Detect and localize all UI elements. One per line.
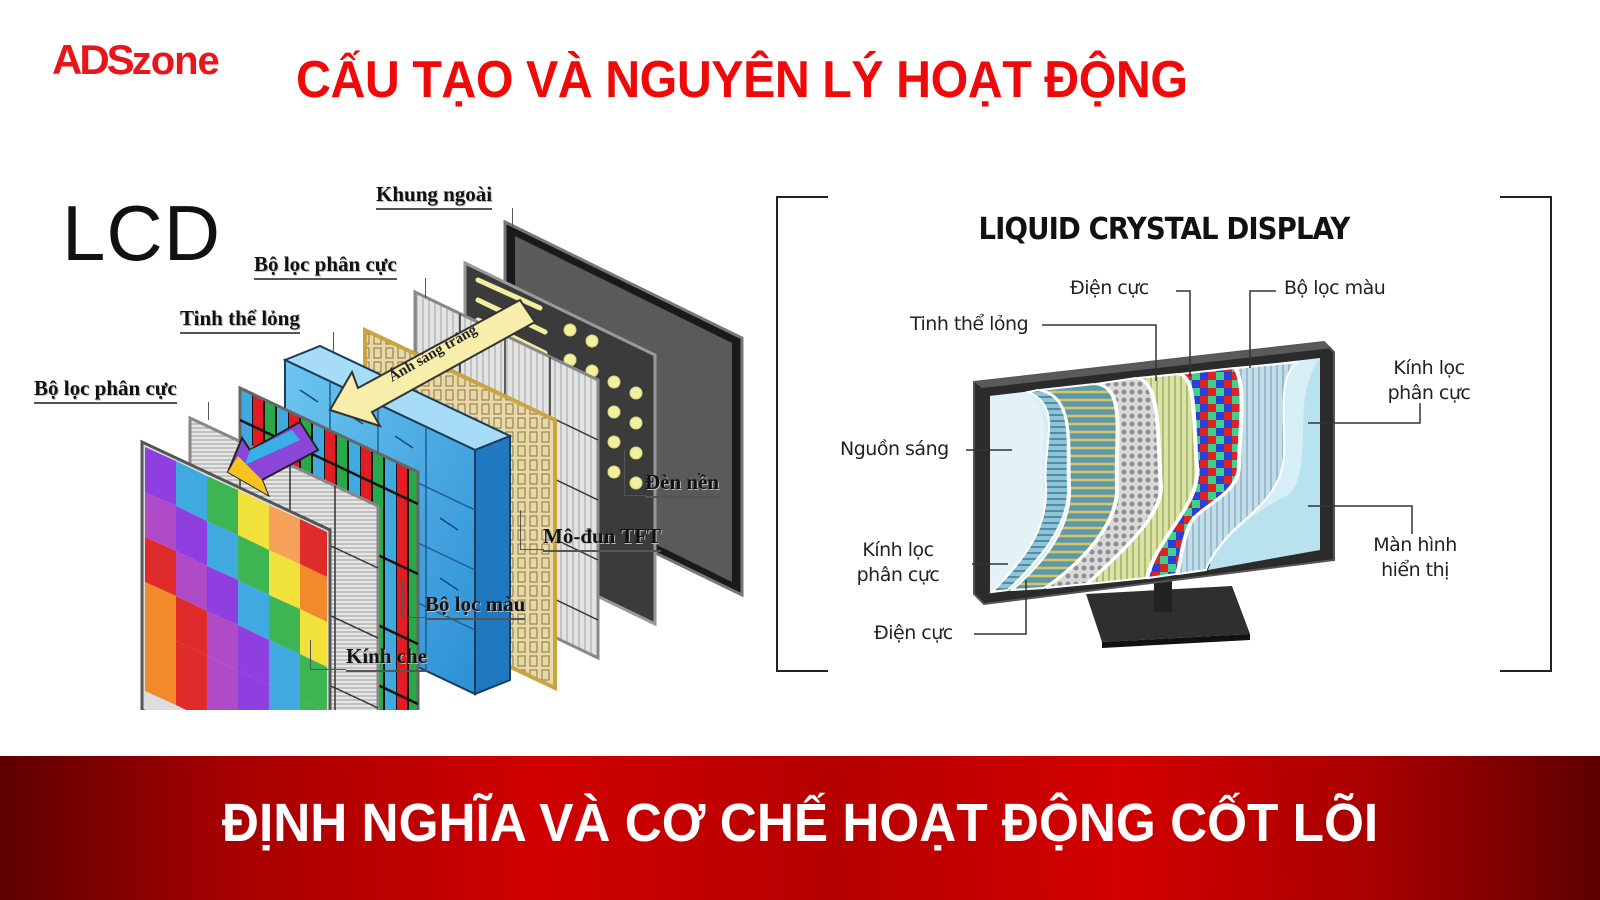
label-bo-loc-mau: Bộ lọc màu — [425, 592, 526, 620]
monitor-layers-illustration — [966, 290, 1421, 648]
logo-ads-text: ADS — [52, 36, 135, 83]
label-kinh-loc-phan-cuc-left: Kính lọc phân cực — [838, 538, 958, 588]
label-line-2: phân cực — [1387, 382, 1471, 404]
label-tinh-the-long: Tinh thể lỏng — [180, 306, 300, 334]
leader-line — [520, 510, 544, 550]
leader-line — [402, 580, 426, 618]
label-line-1: Kính lọc — [1393, 357, 1465, 379]
page-title: CẤU TẠO VÀ NGUYÊN LÝ HOẠT ĐỘNG — [296, 51, 1188, 109]
leader-line — [425, 278, 426, 298]
leader-line — [333, 332, 334, 354]
label-dien-cuc-bottom: Điện cực — [874, 622, 953, 644]
leader-line — [512, 208, 513, 228]
label-man-hinh-hien-thi: Màn hình hiển thị — [1360, 533, 1470, 583]
label-kinh-loc-phan-cuc-right: Kính lọc phân cực — [1374, 356, 1484, 406]
label-khung-ngoai: Khung ngoài — [376, 182, 493, 210]
label-dien-cuc-top: Điện cực — [1070, 277, 1149, 299]
label-bo-loc-mau: Bộ lọc màu — [1284, 277, 1386, 299]
label-tinh-the-long: Tinh thể lỏng — [910, 313, 1029, 335]
leader-line — [310, 640, 346, 670]
label-bo-loc-phan-cuc-front: Bộ lọc phân cực — [34, 376, 177, 404]
label-line-2: hiển thị — [1381, 559, 1449, 581]
adszone-logo: ADSzone — [52, 36, 220, 84]
bottom-banner: ĐỊNH NGHĨA VÀ CƠ CHẾ HOẠT ĐỘNG CỐT LÕI — [0, 756, 1600, 900]
lcd-heading: LCD — [62, 189, 222, 277]
label-mo-dun-tft: Mô-đun TFT — [543, 524, 662, 552]
right-bracket — [1500, 196, 1552, 672]
leader-line — [624, 450, 646, 496]
liquid-crystal-display-diagram: LIQUID CRYSTAL DISPLAY — [776, 196, 1552, 686]
leader-line — [208, 402, 209, 420]
lcd-diagram-title: LIQUID CRYSTAL DISPLAY — [978, 212, 1351, 247]
left-bracket-frame — [776, 196, 828, 672]
label-kinh-che: Kính che — [346, 644, 428, 672]
label-line-2: phân cực — [856, 564, 940, 586]
label-bo-loc-phan-cuc-back: Bộ lọc phân cực — [254, 252, 397, 280]
lcd-layers-illustration: Ánh sáng trắng — [140, 219, 744, 710]
logo-zone-text: zone — [131, 39, 220, 83]
lcd-exploded-diagram: LCD — [0, 150, 780, 710]
label-nguon-sang: Nguồn sáng — [840, 438, 949, 460]
label-line-1: Kính lọc — [862, 539, 934, 561]
banner-title: ĐỊNH NGHĨA VÀ CƠ CHẾ HOẠT ĐỘNG CỐT LÕI — [221, 793, 1379, 853]
label-den-nen: Đèn nền — [645, 470, 720, 498]
label-line-1: Màn hình — [1373, 534, 1457, 556]
